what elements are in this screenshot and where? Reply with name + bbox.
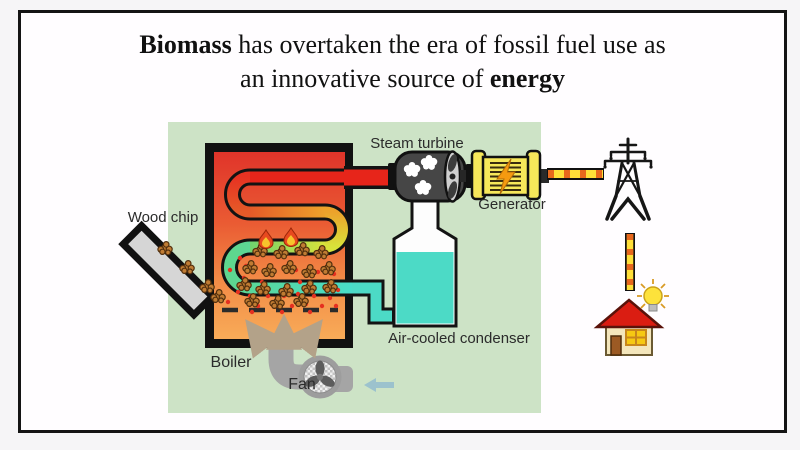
title-word-energy: energy (489, 64, 565, 93)
bulb-rays (637, 279, 669, 309)
title-line-1: Biomass has overtaken the era of fossil … (139, 30, 666, 59)
turbine-rotor-icon (443, 150, 462, 203)
house-window (625, 329, 647, 346)
fan-icon (298, 355, 342, 399)
fan-label: Fan (288, 376, 316, 393)
house-roof (593, 298, 665, 329)
slide-title: Biomass has overtaken the era of fossil … (21, 28, 784, 96)
light-bulb-icon (637, 279, 669, 312)
fan-assembly (268, 340, 394, 399)
condenser-liquid (396, 252, 454, 324)
title-word-biomass: Biomass (139, 30, 232, 59)
lightning-bolt-icon (496, 158, 516, 195)
wood-chip-chute-icon (118, 220, 218, 320)
steam-pipe-icon (344, 166, 397, 189)
airflow-arrows-icon (245, 313, 323, 359)
air-intake-arrow-icon (364, 378, 394, 392)
transmission-tower-icon (603, 137, 653, 221)
steam-turbine-icon (388, 150, 477, 203)
pipe-return-cyan (350, 282, 392, 322)
generator-label: Generator (478, 196, 546, 213)
title-line-2: an innovative source of energy (240, 64, 565, 93)
generator-icon (470, 149, 549, 201)
condenser-label: Air-cooled condenser (388, 330, 530, 347)
condenser-tank-icon (392, 198, 458, 328)
fan-blades-icon (305, 360, 335, 387)
wood-chip-label: Wood chip (128, 209, 199, 226)
boiler-label: Boiler (211, 354, 253, 371)
house-door (610, 335, 622, 356)
house-icon (593, 298, 665, 356)
steam-turbine-label: Steam turbine (370, 135, 463, 152)
